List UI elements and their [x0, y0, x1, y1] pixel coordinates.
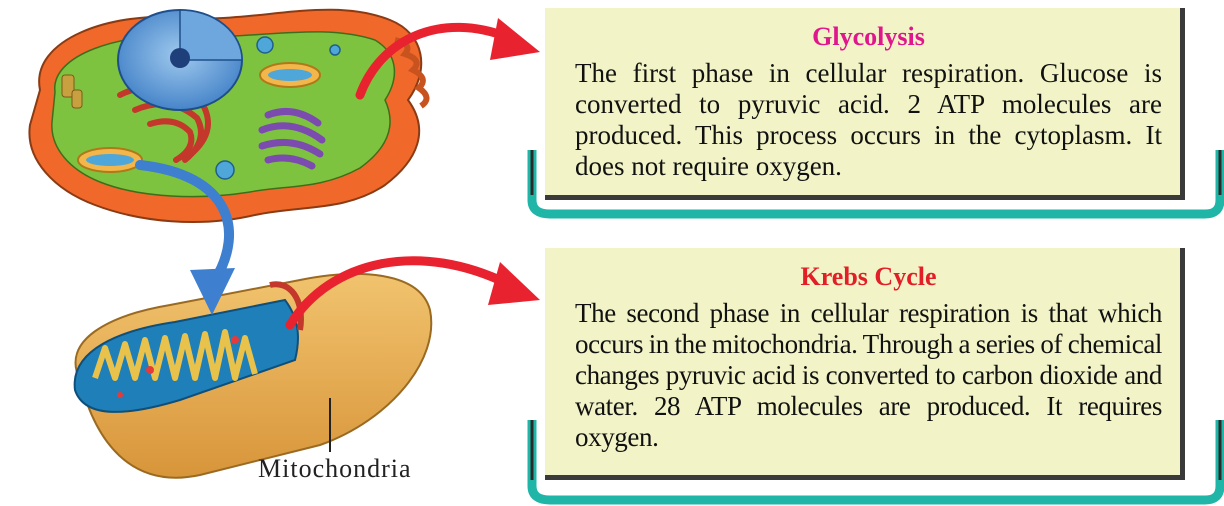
krebs-cycle-card: Krebs Cycle The second phase in cellular… [545, 248, 1185, 480]
mitochondrion-illustration [75, 274, 432, 478]
glycolysis-card: Glycolysis The first phase in cellular r… [545, 8, 1185, 200]
mitochondria-label: Mitochondria [258, 454, 412, 484]
krebs-cycle-title: Krebs Cycle [575, 262, 1162, 292]
nucleolus [170, 48, 190, 68]
glycolysis-title: Glycolysis [575, 22, 1162, 52]
nucleus [118, 10, 242, 110]
animal-cell-illustration [29, 10, 426, 222]
glycolysis-description: The first phase in cellular respiration.… [575, 58, 1162, 182]
krebs-cycle-description: The second phase in cellular respiration… [575, 298, 1162, 453]
